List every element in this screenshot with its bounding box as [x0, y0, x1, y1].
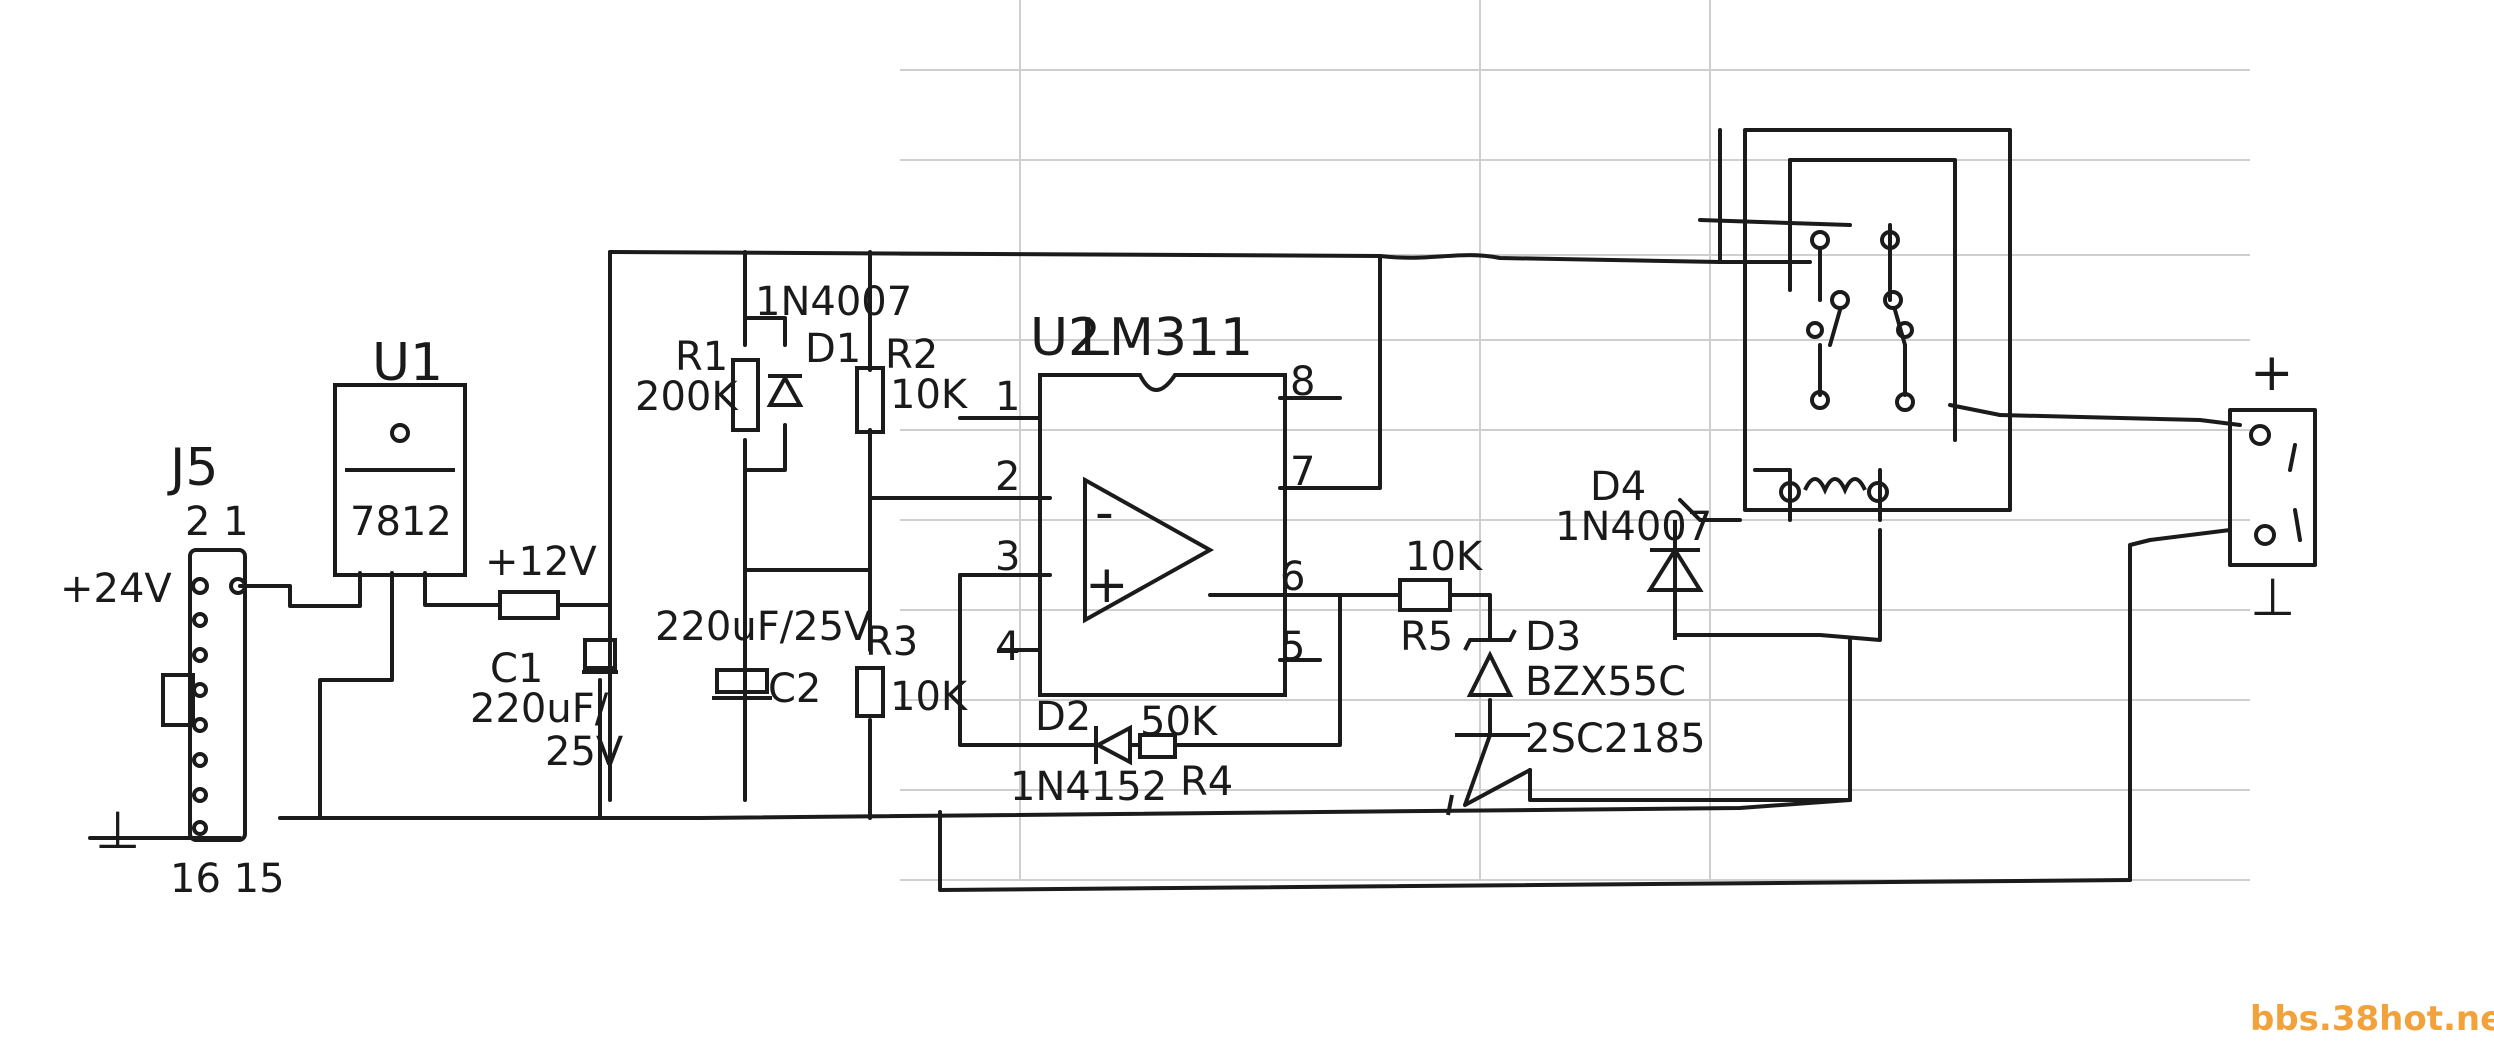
label-r4: R4 — [1180, 759, 1233, 805]
label-u2-part: LM311 — [1080, 308, 1253, 368]
resistor-r3 — [855, 666, 885, 718]
label-j5-pins-bottom: 16 15 — [170, 856, 285, 902]
label-d1: D1 — [805, 326, 861, 372]
relay-coil — [1779, 477, 1889, 503]
label-pin2: 2 — [995, 454, 1020, 500]
transistor-q — [1446, 733, 1530, 816]
label-c1-voltage: 25V — [545, 729, 624, 775]
label-op-plus: + — [1085, 555, 1129, 615]
label-j5-pins-top: 2 1 — [185, 499, 249, 545]
label-u1: U1 — [372, 333, 443, 393]
label-r3: R3 — [865, 619, 918, 665]
label-pin4: 4 — [995, 624, 1020, 670]
label-r2-value: 10K — [890, 372, 969, 418]
label-pin3: 3 — [995, 534, 1020, 580]
resistor-r4 — [1138, 733, 1177, 759]
label-op-minus: - — [1095, 483, 1114, 543]
fuse-12v — [498, 590, 560, 620]
label-r5-value: 10K — [1405, 534, 1484, 580]
label-r3-value: 10K — [890, 674, 969, 720]
diode-d4 — [1646, 520, 1704, 640]
label-d2-part: 1N4152 — [1010, 764, 1167, 810]
comparator-u2 — [1038, 373, 1287, 697]
label-plus12v: +12V — [485, 539, 597, 585]
label-r5: R5 — [1400, 614, 1453, 660]
label-j5: J5 — [167, 438, 218, 498]
label-out-gnd: ⊥ — [2250, 568, 2295, 628]
output-terminal — [2249, 424, 2276, 546]
label-c1: C1 — [490, 646, 543, 692]
label-out-plus: + — [2250, 343, 2294, 403]
resistor-r2 — [855, 366, 885, 434]
label-pin6: 6 — [1280, 554, 1305, 600]
label-q-part: 2SC2185 — [1525, 716, 1706, 762]
label-u2: U2 — [1030, 308, 1101, 368]
label-pin5: 5 — [1280, 624, 1305, 670]
relay-contacts — [1806, 230, 1915, 412]
label-c1-value: 220uF/ — [470, 686, 609, 732]
label-pin7: 7 — [1290, 449, 1315, 495]
label-d3-part: BZX55C — [1525, 659, 1686, 705]
label-pin1: 1 — [995, 374, 1020, 420]
label-d4: D4 — [1590, 464, 1646, 510]
label-r1: R1 — [675, 334, 728, 380]
label-c2: C2 — [768, 666, 821, 712]
label-gnd-left: ⊥ — [95, 801, 140, 861]
regulator-u1 — [333, 383, 467, 577]
capacitor-c2 — [712, 668, 772, 700]
label-c2-value: 220uF/25V — [655, 604, 872, 650]
resistor-r5 — [1398, 578, 1452, 612]
wires — [88, 128, 2317, 892]
label-u1-part: 7812 — [350, 499, 452, 545]
label-r1-value: 200K — [635, 374, 739, 420]
watermark-text: bbs.38hot.net — [2250, 999, 2494, 1039]
label-d3: D3 — [1525, 614, 1581, 660]
label-r4-value: 50K — [1140, 699, 1219, 745]
label-r2: R2 — [885, 332, 938, 378]
zener-d3 — [1463, 629, 1517, 697]
label-pin8: 8 — [1290, 359, 1315, 405]
capacitor-c1 — [582, 638, 618, 674]
diode-d2 — [1060, 724, 1138, 766]
resistor-r1 — [731, 358, 760, 432]
label-d1-part: 1N4007 — [755, 279, 912, 325]
connector-j5 — [161, 548, 247, 842]
label-d4-part: 1N4007 — [1555, 504, 1712, 550]
diode-d1 — [766, 373, 804, 407]
label-in-24v: +24V — [60, 566, 172, 612]
label-d2: D2 — [1035, 694, 1091, 740]
